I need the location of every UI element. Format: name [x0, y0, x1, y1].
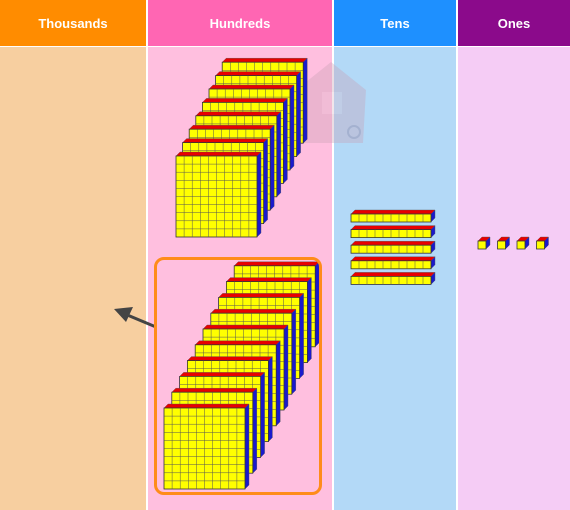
column-body-tens[interactable] — [334, 47, 456, 510]
selected-group-outline[interactable] — [154, 257, 322, 495]
column-body-ones[interactable] — [458, 47, 570, 510]
column-header-tens: Tens — [334, 0, 456, 46]
column-ones[interactable]: Ones — [458, 0, 570, 510]
column-header-thousands: Thousands — [0, 0, 146, 46]
column-header-hundreds: Hundreds — [148, 0, 332, 46]
column-thousands[interactable]: Thousands — [0, 0, 146, 510]
column-body-thousands[interactable] — [0, 47, 146, 510]
column-tens[interactable]: Tens — [334, 0, 456, 510]
column-header-ones: Ones — [458, 0, 570, 46]
